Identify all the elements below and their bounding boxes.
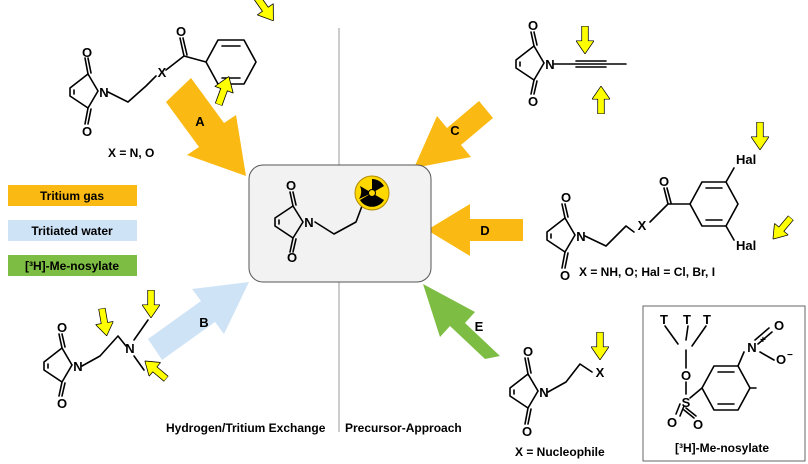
d-hal1: Hal bbox=[736, 152, 756, 167]
route-c-arrow bbox=[414, 101, 493, 168]
e-subst-label: X = Nucleophile bbox=[515, 445, 605, 459]
nosylate-minus: − bbox=[787, 350, 793, 361]
molecule-b: O O N N bbox=[43, 319, 149, 411]
d-o3: O bbox=[659, 174, 669, 189]
yellow-arrow-icon bbox=[576, 26, 594, 54]
legend-label-tritiated-water: Tritiated water bbox=[31, 224, 113, 238]
yellow-arrow-icon bbox=[751, 122, 769, 150]
a-o1: O bbox=[82, 45, 92, 60]
route-b-arrow bbox=[148, 282, 249, 360]
b-o1: O bbox=[57, 320, 67, 335]
b-n2: N bbox=[125, 341, 134, 356]
target-molecule: O O N bbox=[274, 175, 390, 265]
yellow-arrow-icon bbox=[248, 0, 282, 27]
e-n: N bbox=[539, 385, 548, 400]
radiation-icon bbox=[354, 175, 390, 211]
nosylate-o1: O bbox=[681, 368, 691, 383]
d-n: N bbox=[576, 229, 585, 244]
d-hal2: Hal bbox=[736, 238, 756, 253]
nosylate-label: [³H]-Me-nosylate bbox=[675, 441, 769, 455]
route-a-arrow bbox=[166, 78, 246, 176]
legend: Tritium gas Tritiated water [³H]-Me-nosy… bbox=[8, 185, 137, 276]
a-o2: O bbox=[82, 124, 92, 139]
a-o3: O bbox=[176, 24, 186, 39]
legend-swatch-tritiated-water bbox=[8, 220, 137, 241]
e-x: X bbox=[596, 365, 605, 380]
nosylate-t2: T bbox=[683, 312, 691, 327]
yellow-arrow-icon bbox=[142, 290, 160, 318]
c-o2: O bbox=[528, 94, 538, 109]
e-o1: O bbox=[523, 344, 533, 359]
route-b-label: B bbox=[199, 315, 208, 330]
yellow-arrow-icon bbox=[591, 332, 609, 360]
nosylate-t1: T bbox=[660, 312, 668, 327]
route-d-arrow bbox=[427, 204, 523, 256]
legend-swatch-tritium-gas bbox=[8, 185, 137, 206]
target-box bbox=[248, 164, 432, 283]
a-x: X bbox=[158, 65, 167, 80]
a-n: N bbox=[99, 85, 108, 100]
e-o2: O bbox=[522, 424, 532, 439]
nosylate-o5: O bbox=[776, 352, 786, 367]
route-e-arrow bbox=[423, 284, 500, 359]
yellow-arrow-icon bbox=[93, 306, 116, 338]
molecule-e: O O N X bbox=[509, 344, 605, 439]
precursor-approach-label: Precursor-Approach bbox=[345, 421, 462, 435]
nosylate-o3: O bbox=[693, 417, 703, 432]
d-o1: O bbox=[561, 190, 571, 205]
nosylate-nitro-n: N bbox=[747, 340, 756, 355]
b-o2: O bbox=[57, 396, 67, 411]
d-x: X bbox=[638, 218, 647, 233]
yellow-arrow-icon bbox=[766, 212, 798, 246]
center-o1: O bbox=[286, 178, 296, 193]
legend-label-me-nosylate: [³H]-Me-nosylate bbox=[25, 259, 119, 273]
hydrogen-tritium-exchange-label: Hydrogen/Tritium Exchange bbox=[166, 421, 326, 435]
molecule-a: O O N X O bbox=[69, 24, 257, 139]
nosylate-t3: T bbox=[703, 312, 711, 327]
b-n1: N bbox=[73, 359, 82, 374]
center-n: N bbox=[304, 215, 313, 230]
d-o2: O bbox=[560, 268, 570, 283]
c-n: N bbox=[545, 57, 554, 72]
a-subst-label: X = N, O bbox=[108, 146, 154, 160]
molecule-d: O O N X O Hal Hal bbox=[546, 152, 756, 283]
nosylate-s: S bbox=[682, 395, 691, 410]
c-o1: O bbox=[528, 18, 538, 33]
route-c-label: C bbox=[450, 123, 460, 138]
nosylate-o2: O bbox=[667, 415, 677, 430]
center-o2: O bbox=[287, 250, 297, 265]
molecule-c: O O N bbox=[515, 18, 627, 109]
d-subst-label: X = NH, O; Hal = Cl, Br, I bbox=[579, 265, 715, 279]
legend-label-tritium-gas: Tritium gas bbox=[40, 189, 104, 203]
route-e-label: E bbox=[475, 319, 484, 334]
route-d-label: D bbox=[480, 223, 489, 238]
yellow-arrow-icon bbox=[592, 86, 610, 114]
nosylate-o4: O bbox=[774, 318, 784, 333]
nosylate-molecule: T T T O S O O N + O O − bbox=[660, 312, 793, 432]
route-a-label: A bbox=[195, 114, 205, 129]
legend-swatch-me-nosylate bbox=[8, 255, 137, 276]
nosylate-plus: + bbox=[760, 335, 766, 346]
